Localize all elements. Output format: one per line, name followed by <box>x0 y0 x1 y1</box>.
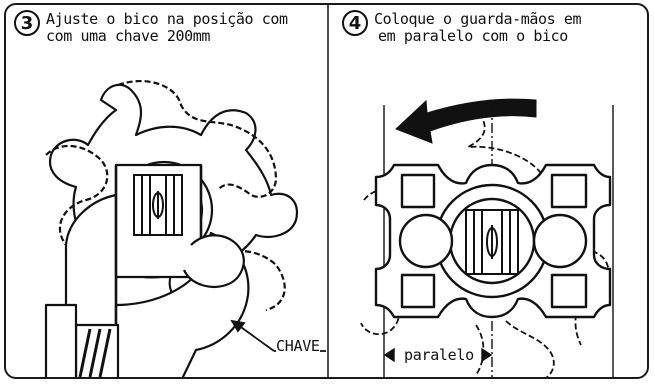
instruction-panel: 3 Ajuste o bico na posição com com uma c… <box>4 3 649 379</box>
step-3-caption-line-2: com uma chave 200mm <box>46 27 210 45</box>
step-4-caption-line-1: Coloque o guarda-mãos em <box>374 10 582 28</box>
parallel-label: paralelo <box>404 346 474 364</box>
wrench-label: CHAVE <box>276 337 320 355</box>
front-blade-left <box>183 234 245 288</box>
rotate-arrow <box>395 98 537 144</box>
nozzle-left <box>133 174 183 236</box>
step-number-3: 3 <box>14 10 40 36</box>
nozzle-right <box>465 209 519 275</box>
illustration-canvas <box>44 5 614 377</box>
step-3-caption-line-1: Ajuste o bico na posição com <box>46 10 288 28</box>
parallel-dimension <box>383 347 493 363</box>
handguard-ghost-bottom <box>505 320 555 377</box>
step-number-4: 4 <box>342 10 368 36</box>
parallel-guide-lines <box>383 105 614 377</box>
step-4-caption-line-2: em paralelo com o bico <box>378 27 568 45</box>
